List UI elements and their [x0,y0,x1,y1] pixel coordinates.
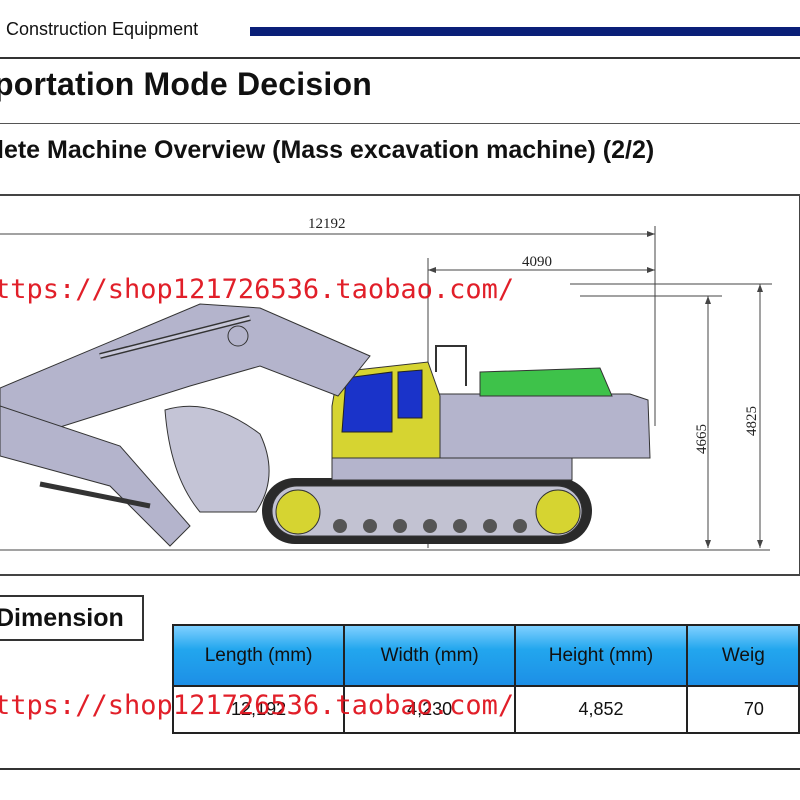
watermark-text: ttps://shop121726536.taobao.com/ [0,690,515,721]
value-height: 4,852 [514,685,688,734]
dim-rear-length: 4090 [522,254,552,270]
crawler-track [262,478,592,544]
counterweight [429,393,651,459]
boom [0,303,371,447]
watermark-text: ttps://shop121726536.taobao.com/ [0,274,515,305]
header-height: Height (mm) [514,624,688,687]
dim-total-height: 4825 [744,406,760,436]
page-subtitle: lete Machine Overview (Mass excavation m… [0,136,655,164]
header-brand-text: Construction Equipment [6,19,199,39]
dim-cab-height: 4665 [694,424,710,454]
spec-table: Length (mm) Width (mm) Height (mm) Weig … [171,624,800,734]
dim-overall-length: 12192 [308,216,346,232]
page-title: portation Mode Decision [0,66,372,102]
spec-header-row: Length (mm) Width (mm) Height (mm) Weig [171,624,800,687]
spec-value-row: 12,192 4,230 4,852 70 [171,685,800,734]
dimension-section-label: Dimension [0,595,144,641]
header-width: Width (mm) [343,624,517,687]
railing [435,345,467,386]
header-weight: Weig [685,624,800,687]
header-length: Length (mm) [171,624,346,687]
dimension-label-text: Dimension [0,604,124,632]
cab-window-front [341,371,393,433]
cab-window-side [397,369,423,419]
engine-housing [479,367,613,397]
value-length: 12,192 [171,685,346,734]
value-width: 4,230 [343,685,517,734]
bottom-divider [0,768,800,770]
bucket [164,405,270,513]
excavator-drawing: 12192 4090 4665 4825 [0,216,772,551]
title-divider [0,123,800,124]
value-weight: 70 [685,685,800,734]
dimension-arrows [428,231,763,548]
arm [0,405,191,547]
header-divider [0,57,800,59]
header-bar [250,27,800,36]
